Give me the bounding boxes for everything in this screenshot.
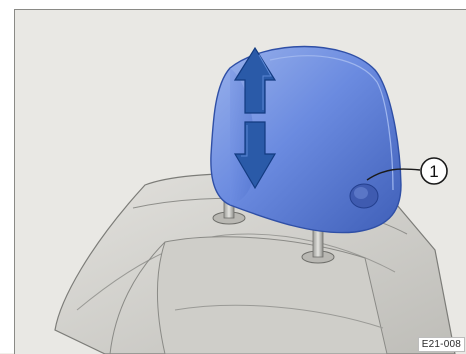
headrest-diagram: 1 [15, 10, 466, 354]
headrest-illustration: 1 E21-008 [14, 9, 466, 354]
callout-marker: 1 [421, 158, 447, 184]
figure-code: E21-008 [418, 337, 465, 352]
callout-number: 1 [429, 162, 438, 181]
